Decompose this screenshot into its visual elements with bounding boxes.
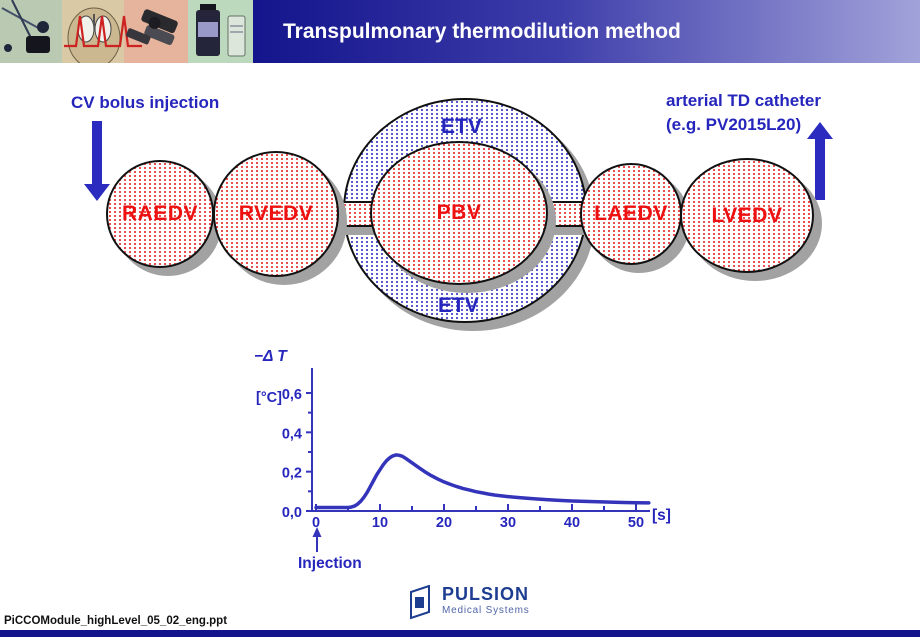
y-axis-unit: [°C] bbox=[256, 390, 282, 406]
chart-plot-area: 0 10 20 30 40 50 0,0 0,2 0,4 0,6 bbox=[282, 387, 651, 531]
logo-subtitle: Medical Systems bbox=[442, 605, 530, 616]
page-title: Transpulmonary thermodilution method bbox=[283, 19, 681, 43]
arterial-arrowhead-icon bbox=[807, 122, 833, 139]
chamber-laedv-label: LAEDV bbox=[594, 202, 668, 225]
chamber-pbv-label: PBV bbox=[436, 201, 482, 224]
etv-bottom-label: ETV bbox=[438, 294, 479, 317]
svg-text:0,0: 0,0 bbox=[282, 505, 302, 521]
thermodilution-chart: −Δ T [°C] [s] 0 10 20 30 40 50 0,0 0,2 0,4 0,6 In… bbox=[254, 348, 671, 572]
injection-arrowhead-icon bbox=[312, 527, 322, 537]
slide-filename: PiCCOModule_highLevel_05_02_eng.ppt bbox=[4, 615, 228, 627]
injection-annotation: Injection bbox=[298, 555, 362, 572]
svg-text:10: 10 bbox=[372, 515, 388, 531]
chamber-lvedv-label: LVEDV bbox=[711, 203, 783, 227]
logo-name: PULSION bbox=[442, 584, 530, 604]
header-photo-strip bbox=[0, 0, 253, 63]
y-axis-title: −Δ T bbox=[254, 348, 288, 365]
svg-text:0,4: 0,4 bbox=[282, 426, 302, 442]
x-axis-unit: [s] bbox=[652, 507, 671, 524]
svg-text:30: 30 bbox=[500, 515, 516, 531]
svg-text:20: 20 bbox=[436, 515, 452, 531]
arterial-catheter-line2: (e.g. PV2015L20) bbox=[666, 115, 802, 134]
pulsion-flag-icon bbox=[410, 585, 430, 620]
etv-top-label: ETV bbox=[441, 115, 482, 138]
arterial-catheter-line1: arterial TD catheter bbox=[666, 91, 821, 110]
chamber-raedv-label: RAEDV bbox=[121, 202, 198, 225]
cv-bolus-arrowhead-icon bbox=[84, 184, 110, 201]
chamber-rvedv: RVEDV bbox=[213, 151, 339, 277]
svg-text:0,6: 0,6 bbox=[282, 387, 302, 403]
title-bar: Transpulmonary thermodilution method bbox=[253, 0, 920, 63]
svg-text:0: 0 bbox=[312, 515, 320, 531]
chamber-raedv: RAEDV bbox=[106, 160, 214, 268]
photo-strip-artwork bbox=[1, 0, 246, 63]
cv-bolus-label: CV bolus injection bbox=[71, 93, 220, 112]
svg-text:40: 40 bbox=[564, 515, 580, 531]
arterial-arrow-up-icon bbox=[815, 138, 825, 200]
pulsion-logo: PULSION Medical Systems bbox=[408, 585, 530, 621]
arterial-catheter-label: arterial TD catheter (e.g. PV2015L20) bbox=[666, 89, 821, 137]
chamber-lvedv: LVEDV bbox=[680, 158, 814, 273]
bottom-bar bbox=[0, 630, 920, 637]
chamber-laedv: LAEDV bbox=[580, 163, 682, 265]
cv-bolus-arrow-down-icon bbox=[92, 121, 102, 185]
svg-text:50: 50 bbox=[628, 515, 644, 531]
chamber-rvedv-label: RVEDV bbox=[238, 202, 314, 225]
svg-text:0,2: 0,2 bbox=[282, 466, 302, 482]
chamber-pbv: PBV bbox=[370, 141, 548, 285]
